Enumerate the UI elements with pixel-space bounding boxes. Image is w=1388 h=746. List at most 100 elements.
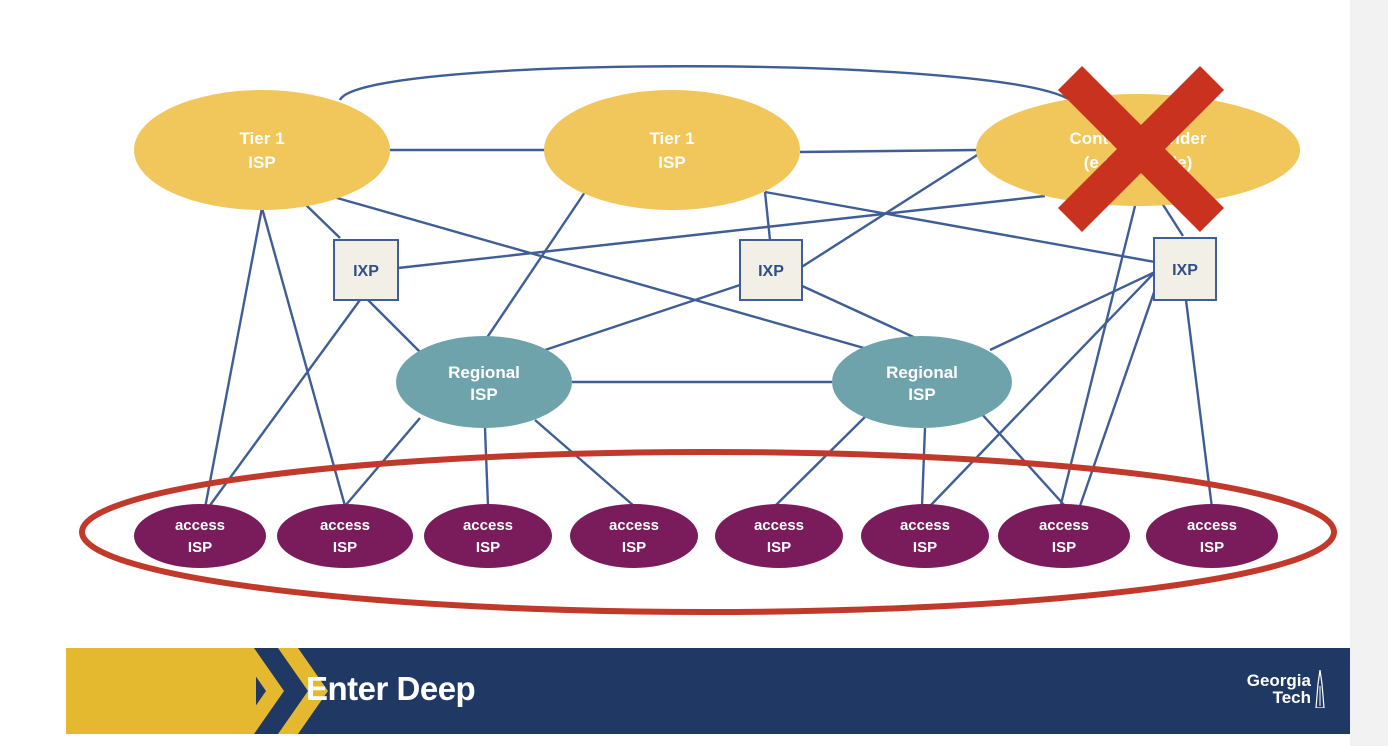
access-isp-2: access ISP	[277, 504, 413, 568]
access-8-line1: access	[1187, 517, 1237, 534]
access-isp-1: access ISP	[134, 504, 266, 568]
slide-footer: Enter Deep Georgia Tech	[66, 648, 1350, 734]
access-5-line1: access	[754, 517, 804, 534]
ixp-3-label: IXP	[1172, 262, 1198, 279]
svg-text:access: access	[609, 517, 659, 534]
svg-text:ISP: ISP	[913, 539, 937, 556]
regional-isp-2: Regional ISP	[832, 336, 1012, 428]
svg-text:access: access	[463, 517, 513, 534]
access-1-line2: ISP	[188, 539, 212, 556]
logo-line1: Georgia	[1246, 671, 1311, 690]
link-tier1left-regional2	[329, 194, 879, 354]
network-links	[203, 65, 1214, 509]
svg-text:access: access	[1187, 517, 1237, 534]
ixp-2-label: IXP	[758, 263, 784, 280]
link-tier1mid-regional1	[479, 191, 586, 349]
access-4-line1: access	[609, 517, 659, 534]
link-content-ixp1	[397, 194, 1046, 270]
chevrons-icon	[236, 648, 328, 734]
regional-2-line1: Regional	[886, 363, 958, 382]
svg-text:Tier 1: Tier 1	[649, 129, 694, 148]
link-tier1mid-ixp2	[763, 191, 772, 241]
regional-1-line2: ISP	[470, 385, 497, 404]
access-2-line1: access	[320, 517, 370, 534]
svg-text:ISP: ISP	[622, 539, 646, 556]
regional-isp-1: Regional ISP	[396, 336, 572, 428]
link-regional2-access4	[774, 411, 871, 507]
svg-text:access: access	[754, 517, 804, 534]
svg-text:ISP: ISP	[333, 539, 357, 556]
link-ixp2-regional1	[544, 283, 741, 352]
access-isp-8: access ISP	[1146, 504, 1278, 568]
link-content-access6	[1058, 205, 1137, 509]
regional-1-line1: Regional	[448, 363, 520, 382]
ixp-1-label: IXP	[353, 263, 379, 280]
link-ixp1-access1	[207, 299, 361, 509]
slide-margin	[1350, 0, 1388, 746]
svg-text:access: access	[175, 517, 225, 534]
link-ixp3-access5	[929, 271, 1156, 507]
access-3-line1: access	[463, 517, 513, 534]
access-7-line2: ISP	[1052, 539, 1076, 556]
svg-text:ISP: ISP	[1052, 539, 1076, 556]
access-2-line2: ISP	[333, 539, 357, 556]
svg-text:IXP: IXP	[1172, 262, 1198, 279]
slide-title: Enter Deep	[306, 670, 476, 707]
ixp-1: IXP	[333, 239, 399, 301]
tower-icon	[1315, 670, 1325, 708]
access-6-line1: access	[900, 517, 950, 534]
link-tier1left-access1	[203, 207, 264, 509]
svg-text:Regional: Regional	[448, 363, 520, 382]
svg-text:ISP: ISP	[476, 539, 500, 556]
svg-text:ISP: ISP	[658, 153, 685, 172]
crossed-out-x-icon	[1057, 65, 1225, 233]
link-content-ixp3	[1158, 199, 1185, 237]
access-4-line2: ISP	[622, 539, 646, 556]
access-isp-3: access ISP	[424, 504, 552, 568]
regional-2-line2: ISP	[908, 385, 935, 404]
isp-network-diagram: Tier 1 ISP Tier 1 ISP Content provider (…	[79, 65, 1337, 615]
access-5-line2: ISP	[767, 539, 791, 556]
svg-text:access: access	[1039, 517, 1089, 534]
tier1-isp-left: Tier 1 ISP	[134, 90, 390, 210]
access-1-line1: access	[175, 517, 225, 534]
tier1-isp-mid: Tier 1 ISP	[544, 90, 800, 210]
svg-text:ISP: ISP	[908, 385, 935, 404]
access-7-line1: access	[1039, 517, 1089, 534]
ixp-2: IXP	[739, 239, 803, 301]
svg-text:access: access	[900, 517, 950, 534]
svg-text:IXP: IXP	[353, 263, 379, 280]
access-isp-7: access ISP	[998, 504, 1130, 568]
access-8-line2: ISP	[1200, 539, 1224, 556]
link-regional1-access2	[483, 427, 490, 507]
svg-text:Regional: Regional	[886, 363, 958, 382]
link-tier1left-access2	[260, 207, 347, 507]
footer-gold-band	[66, 648, 256, 734]
link-tier1mid-content	[799, 148, 979, 154]
svg-text:ISP: ISP	[248, 153, 275, 172]
access-6-line2: ISP	[913, 539, 937, 556]
link-content-ixp2	[799, 148, 986, 270]
svg-text:IXP: IXP	[758, 263, 784, 280]
access-3-line2: ISP	[476, 539, 500, 556]
tier1-left-line1: Tier 1	[239, 129, 284, 148]
link-ixp2-regional2	[799, 283, 921, 342]
svg-text:ISP: ISP	[188, 539, 212, 556]
tier1-mid-line1: Tier 1	[649, 129, 694, 148]
logo-wordmark: Georgia Tech	[1247, 672, 1311, 706]
georgia-tech-logo: Georgia Tech	[1247, 670, 1326, 708]
link-regional2-access6	[979, 411, 1066, 507]
link-ixp1-regional1	[367, 299, 421, 353]
link-tier1-content-arc	[338, 65, 1071, 102]
tier1-left-label: Tier 1	[239, 129, 284, 148]
link-regional1-access3	[534, 419, 635, 507]
link-regional2-access5	[920, 427, 927, 507]
svg-text:ISP: ISP	[470, 385, 497, 404]
link-tier1left-ixp1	[304, 203, 341, 239]
access-isps: access ISP access ISP access ISP access …	[134, 504, 1278, 568]
svg-text:access: access	[320, 517, 370, 534]
access-isp-5: access ISP	[715, 504, 843, 568]
svg-text:ISP: ISP	[1200, 539, 1224, 556]
access-isps-highlight-ring	[79, 449, 1337, 615]
access-isp-6: access ISP	[861, 504, 989, 568]
